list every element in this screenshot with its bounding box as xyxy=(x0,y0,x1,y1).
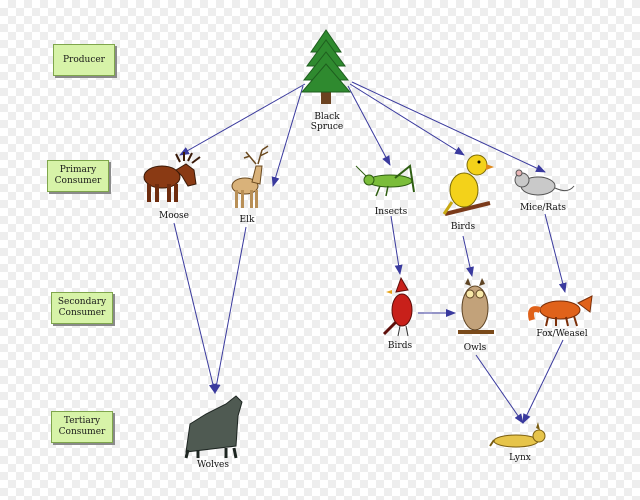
mice-icon xyxy=(514,169,575,196)
arrow-birds-to-owls xyxy=(462,235,474,277)
arrow-spruce-to-insects xyxy=(347,85,391,166)
fox-label: Fox/Weasel xyxy=(536,329,588,339)
producer-label: Producer xyxy=(62,54,105,65)
birds-secondary-icon xyxy=(382,276,413,337)
owls-label: Owls xyxy=(463,343,487,353)
moose-icon xyxy=(143,152,201,202)
arrow-spruce-to-moose xyxy=(179,83,306,156)
elk-label: Elk xyxy=(239,215,255,225)
arrow-fox-to-lynx xyxy=(522,339,564,424)
birds-primary-icon xyxy=(442,154,494,216)
mice-label: Mice/Rats xyxy=(519,203,567,213)
fox-icon xyxy=(528,295,593,327)
primary-consumer-label: Primary Consumer xyxy=(54,165,102,186)
moose-label: Moose xyxy=(159,211,189,221)
arrows xyxy=(173,81,567,424)
wolves-label: Wolves xyxy=(197,460,229,470)
lynx-icon xyxy=(489,422,546,448)
insects-label: Insects xyxy=(374,207,408,217)
arrow-owls-to-lynx xyxy=(475,354,524,424)
wolves-icon xyxy=(184,395,243,459)
arrow-spruce-to-birds xyxy=(349,83,465,156)
owls-icon xyxy=(458,278,494,334)
elk-icon xyxy=(231,145,269,208)
birds-primary-label: Birds xyxy=(450,222,476,232)
secondary-consumer-label: Secondary Consumer xyxy=(57,297,107,318)
secondary-consumer-box: Secondary Consumer xyxy=(51,292,113,324)
insects-icon xyxy=(355,164,415,197)
primary-consumer-box: Primary Consumer xyxy=(47,160,109,192)
arrow-elk-to-wolves xyxy=(212,226,247,394)
birds-secondary-label: Birds xyxy=(387,341,413,351)
arrow-insects-to-birds xyxy=(390,215,403,275)
arrow-mice-to-fox xyxy=(544,213,567,293)
arrow-spruce-to-mice xyxy=(351,81,546,173)
producer-box: Producer xyxy=(53,44,115,76)
tertiary-consumer-box: Tertiary Consumer xyxy=(51,411,113,443)
arrow-moose-to-wolves xyxy=(173,222,217,394)
spruce-label: Black Spruce xyxy=(310,112,344,132)
lynx-label: Lynx xyxy=(509,453,531,463)
tertiary-consumer-label: Tertiary Consumer xyxy=(58,416,106,437)
spruce-icon xyxy=(300,29,352,104)
arrow-spruce-to-elk xyxy=(271,85,304,187)
